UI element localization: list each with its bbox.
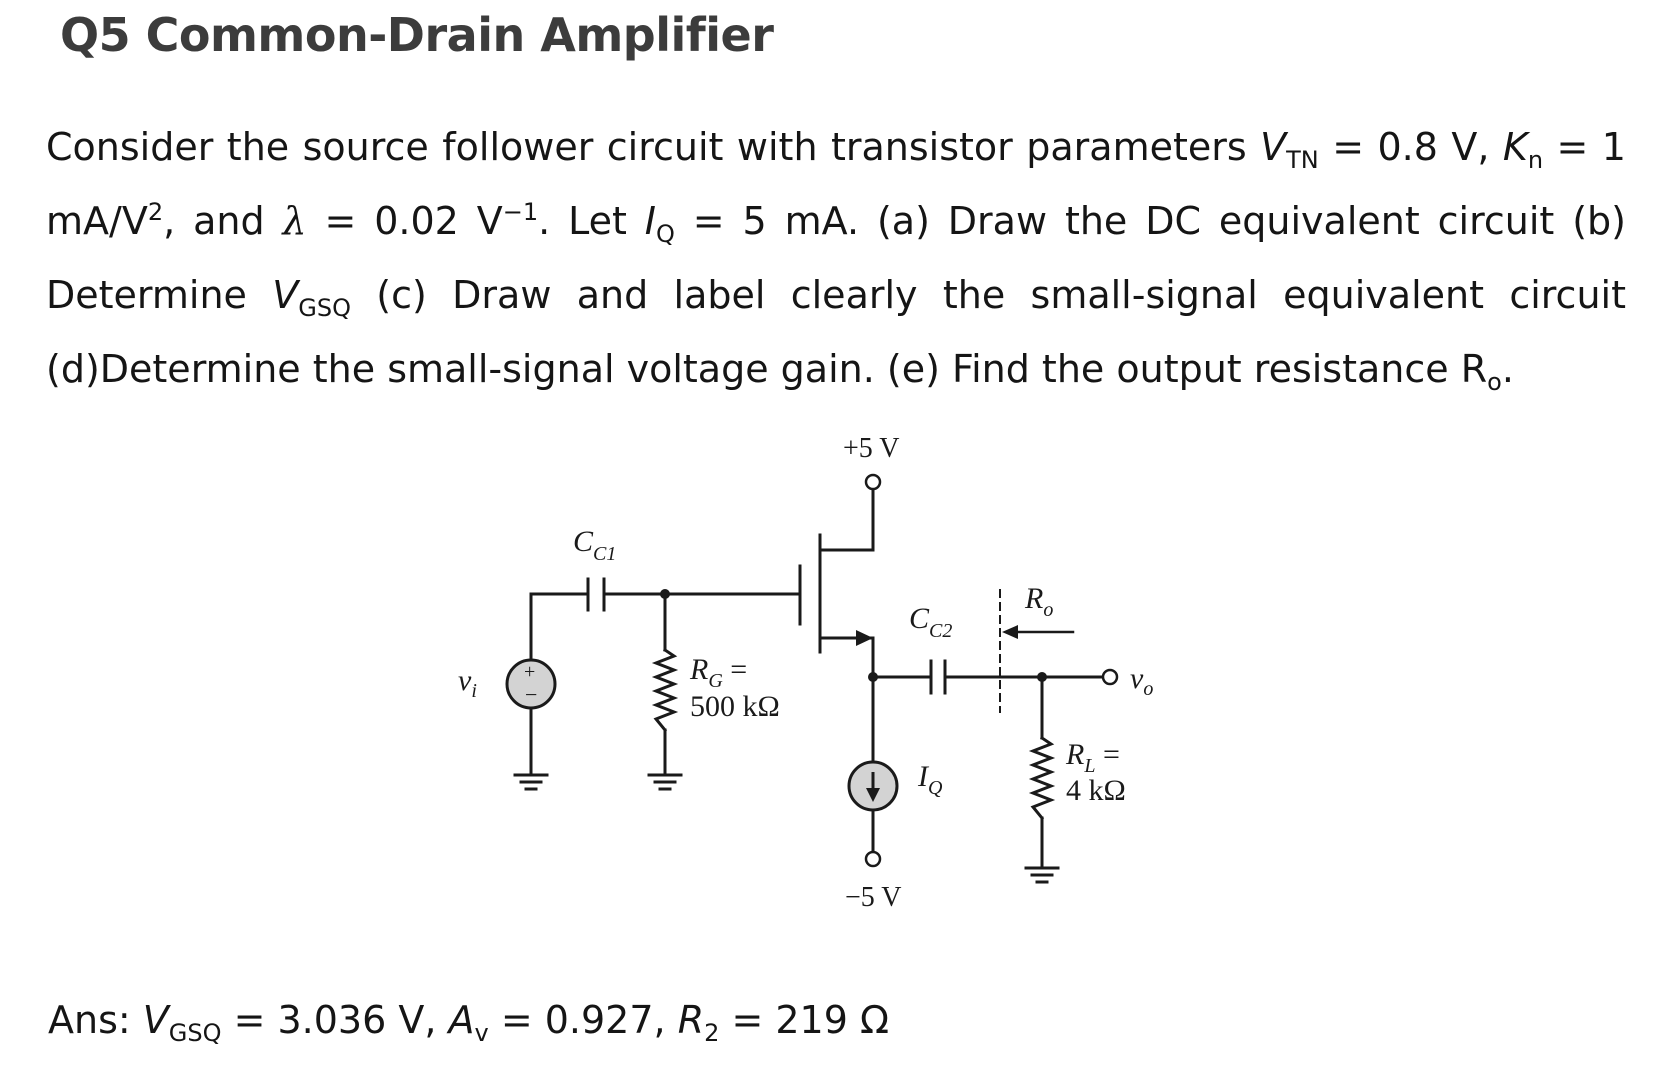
vi-plus-sign: +: [524, 661, 535, 683]
gate-junction-dot: [660, 589, 670, 599]
rl-value: 4 kΩ: [1066, 774, 1126, 807]
rg-value: 500 kΩ: [690, 690, 780, 723]
answer-vgsq-symbol: V: [142, 998, 169, 1042]
cc2-subscript: C2: [929, 620, 952, 642]
vi-voltage-source: [505, 658, 557, 710]
vgsq-symbol: V: [272, 273, 299, 317]
lambda-unit-exponent: −1: [502, 198, 539, 226]
ro-arrowhead-icon: [1002, 625, 1018, 639]
answer-av-subscript: v: [474, 1019, 489, 1047]
vi-subscript: i: [471, 680, 477, 702]
vo-subscript: o: [1143, 678, 1153, 700]
ro-subscript: o: [1487, 368, 1502, 396]
cc1-label: CC1: [573, 525, 616, 565]
source-arrow-icon: [856, 630, 873, 646]
vgsq-subscript: GSQ: [298, 294, 351, 322]
iq-subscript: Q: [656, 220, 675, 248]
page-title: Q5 Common-Drain Amplifier: [60, 8, 774, 62]
cc2-symbol: C: [909, 602, 930, 635]
rl-equals: =: [1095, 738, 1119, 771]
rl-resistor: [1028, 735, 1056, 821]
answer-vgsq-value: = 3.036 V,: [221, 998, 449, 1042]
answer-r2-subscript: 2: [704, 1019, 720, 1047]
vss-label: −5 V: [845, 882, 902, 913]
kn-symbol: K: [1502, 125, 1528, 169]
ro-subscript: o: [1043, 599, 1053, 621]
vi-label: vi: [458, 664, 477, 702]
drain-wire: [818, 487, 875, 552]
rg-symbol: R: [689, 653, 708, 686]
lambda-symbol: λ: [282, 199, 307, 243]
cc2-label: CC2: [909, 602, 952, 642]
vi-ground-icon: [513, 773, 549, 791]
answer-vgsq-subscript: GSQ: [168, 1019, 222, 1047]
problem-text: = 0.8 V,: [1318, 125, 1503, 169]
rg-label: RG =: [689, 653, 747, 692]
ro-symbol: R: [1024, 582, 1043, 615]
iq-subscript: Q: [928, 777, 943, 799]
answer-av-symbol: A: [448, 998, 475, 1042]
rl-symbol: R: [1065, 738, 1084, 771]
vdd-terminal: [864, 473, 882, 491]
cc1-subscript: C1: [593, 543, 616, 565]
source-junction-dot: [868, 672, 878, 682]
rl-label: RL =: [1065, 738, 1120, 777]
vtn-symbol: V: [1260, 125, 1287, 169]
rg-subscript: G: [708, 670, 723, 692]
problem-text: = 1 mA/V: [46, 125, 1626, 243]
vo-label: vo: [1130, 662, 1153, 700]
vi-minus-sign: −: [525, 682, 537, 707]
vss-terminal: [864, 850, 882, 868]
problem-text: , and: [163, 199, 283, 243]
vdd-label: +5 V: [843, 433, 900, 464]
problem-text: .: [1501, 347, 1514, 391]
iq-symbol: I: [644, 199, 657, 243]
output-junction-dot: [1037, 672, 1047, 682]
kn-subscript: n: [1527, 146, 1544, 174]
problem-statement: Consider the source follower circuit wit…: [46, 110, 1626, 406]
iq-arrowhead-icon: [866, 788, 880, 802]
problem-text: = 0.02 V: [306, 199, 503, 243]
answer-r2-symbol: R: [677, 998, 705, 1042]
rl-subscript: L: [1083, 755, 1095, 777]
vtn-subscript: TN: [1286, 146, 1319, 174]
ro-label: Ro: [1024, 582, 1053, 621]
rg-equals: =: [723, 653, 747, 686]
answer-prefix: Ans:: [48, 998, 143, 1042]
answer-line: Ans: VGSQ = 3.036 V, Av = 0.927, R2 = 21…: [48, 998, 890, 1045]
iq-label: IQ: [917, 760, 943, 799]
vi-symbol: v: [458, 664, 472, 697]
answer-r2-value: = 219 Ω: [719, 998, 890, 1042]
iq-symbol: I: [917, 760, 930, 793]
answer-av-value: = 0.927,: [488, 998, 678, 1042]
rg-resistor: [651, 647, 679, 733]
vo-terminal: [1101, 668, 1119, 686]
kn-unit-exponent: 2: [147, 198, 164, 226]
vi-top-wire: [529, 592, 588, 686]
rg-ground-icon: [647, 773, 683, 791]
rl-ground-icon: [1024, 866, 1060, 884]
problem-text: . Let: [538, 199, 645, 243]
problem-text: (c) Draw and label clearly the small-sig…: [46, 273, 1626, 391]
cc1-symbol: C: [573, 525, 594, 558]
problem-text: Consider the source follower circuit wit…: [46, 125, 1261, 169]
source-wire: [818, 636, 875, 764]
vo-symbol: v: [1130, 662, 1144, 695]
problem-text: = 5 mA. (a) Draw the DC equivalent circu…: [46, 199, 1626, 317]
